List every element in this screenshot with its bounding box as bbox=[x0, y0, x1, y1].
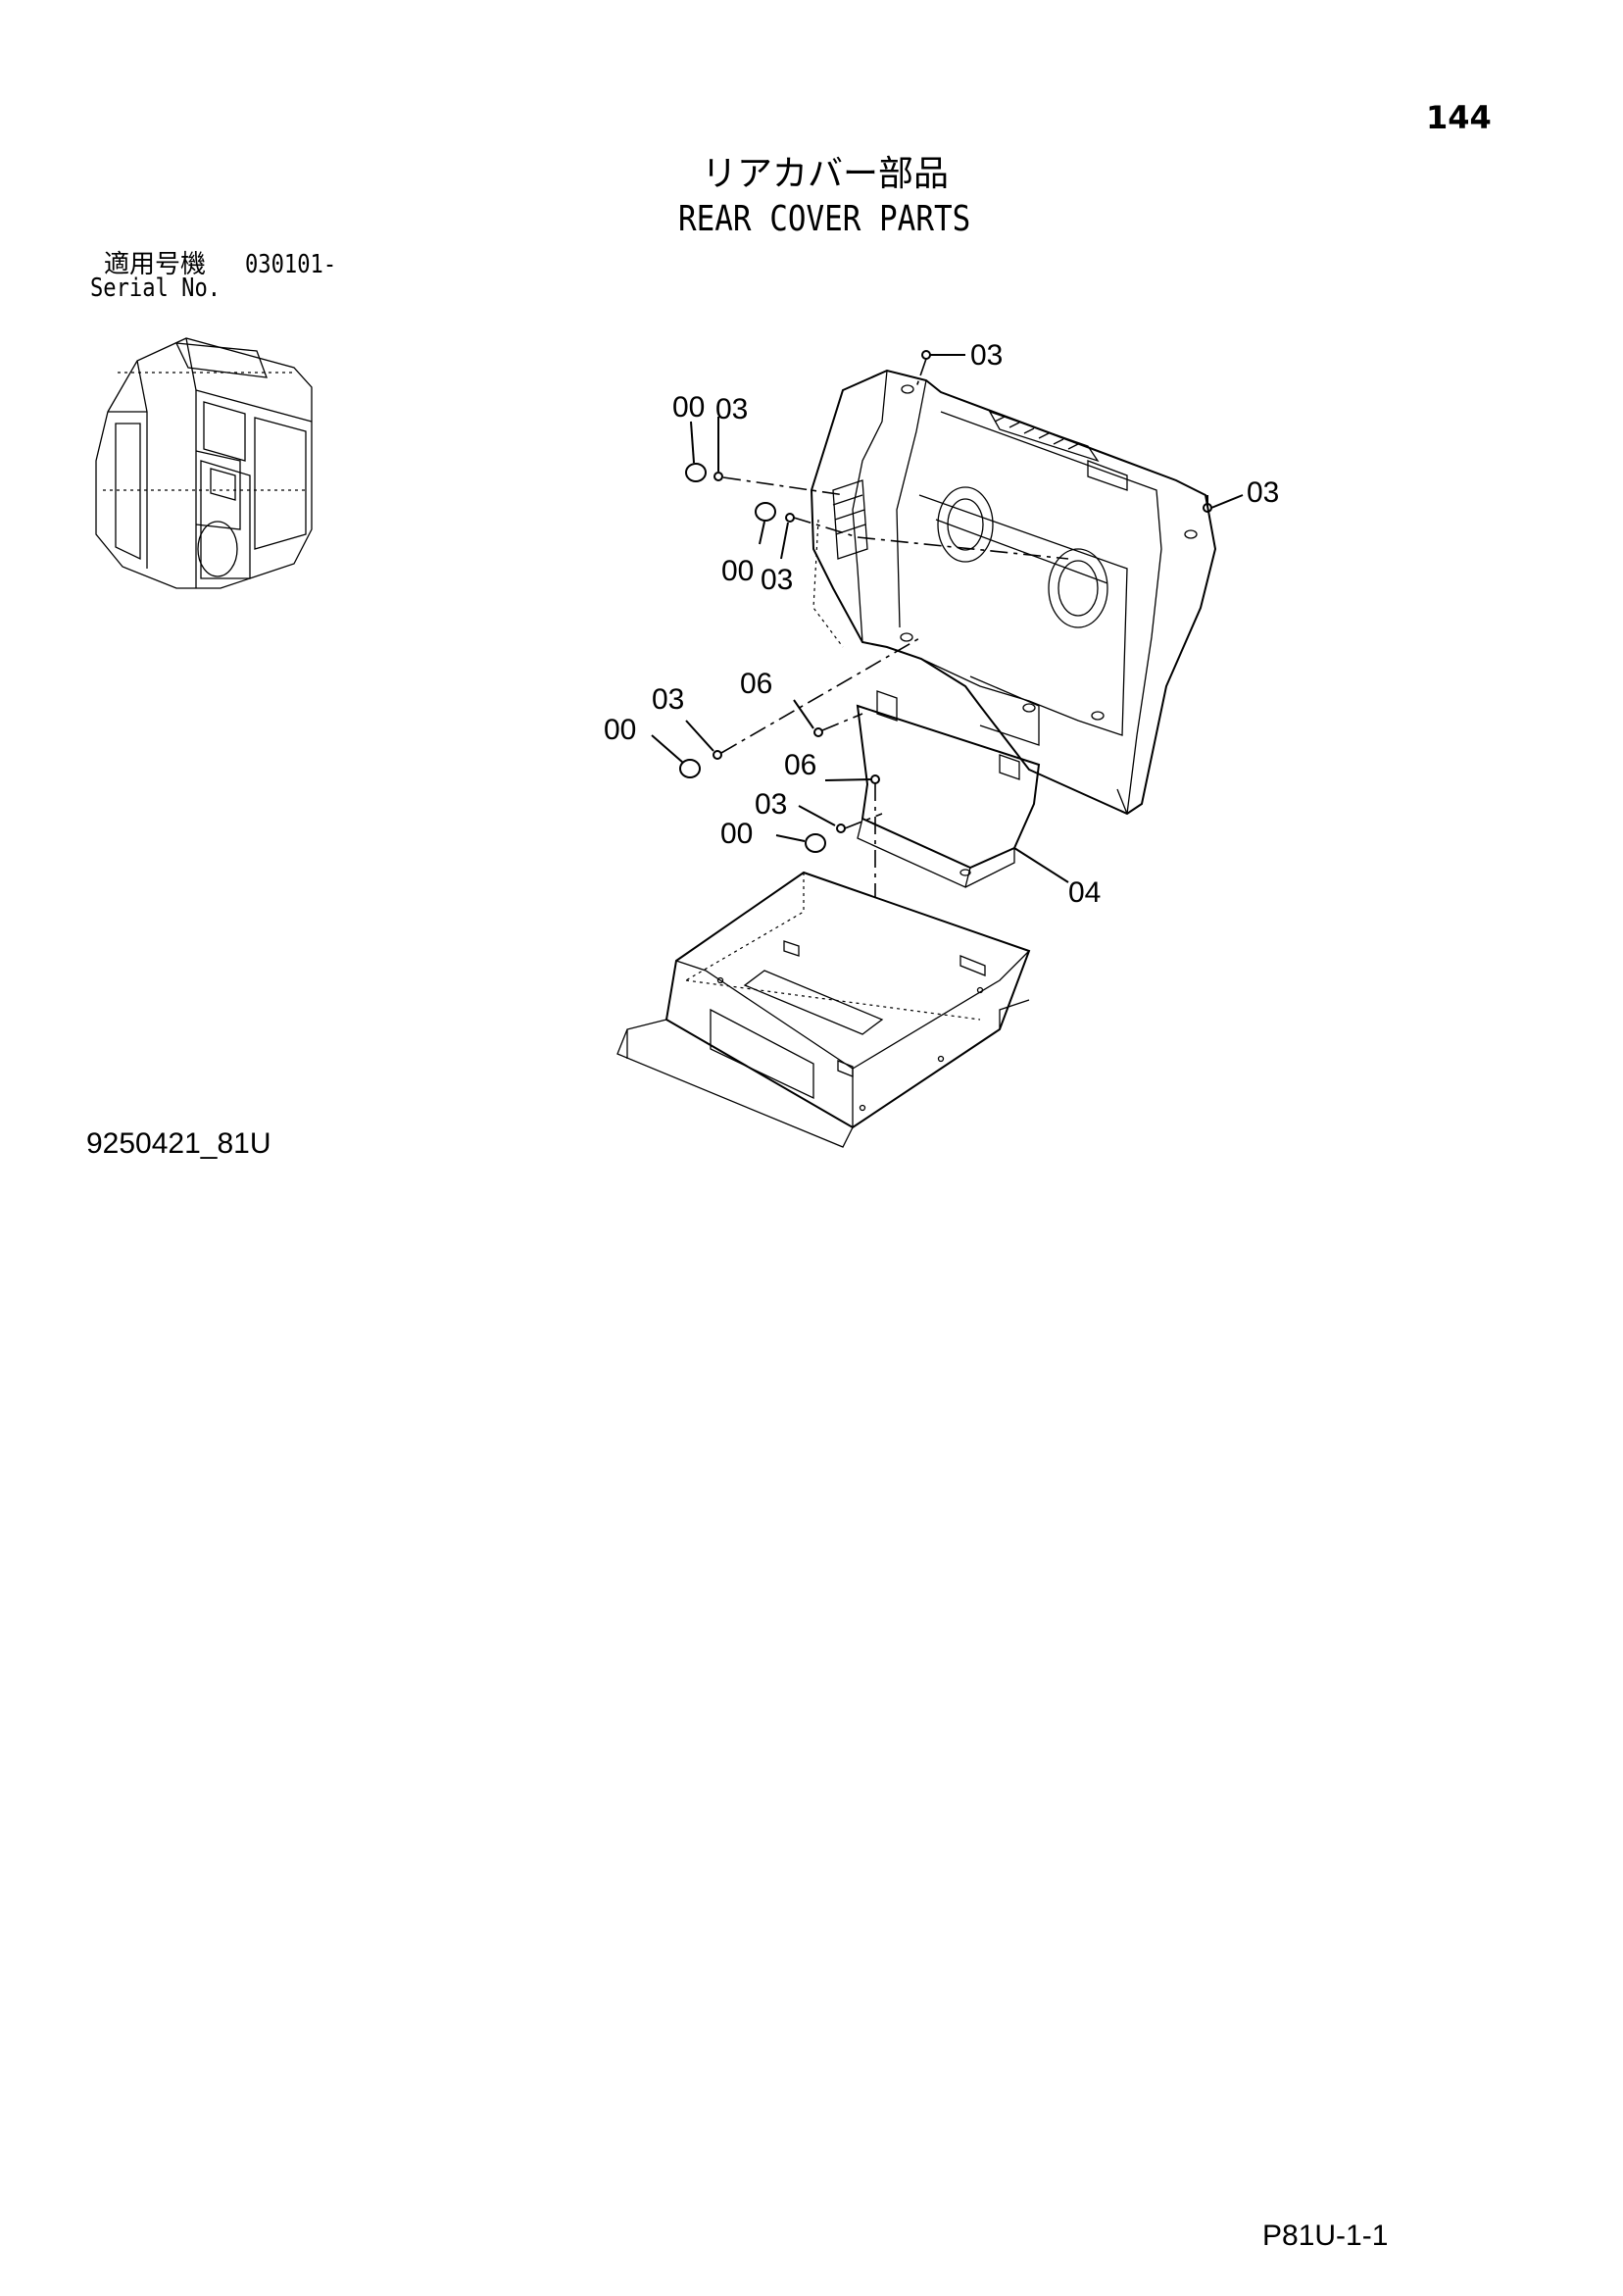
bolt-06-a bbox=[813, 727, 823, 737]
callout-label: 04 bbox=[1068, 876, 1101, 909]
callout-label: 00 bbox=[721, 555, 754, 587]
bolt-03-c bbox=[713, 750, 722, 760]
cap-00-a bbox=[685, 463, 707, 482]
bolt-03-a bbox=[713, 472, 723, 481]
bolt-03-d bbox=[836, 824, 846, 833]
page-title-japanese: リアカバー部品 bbox=[702, 154, 950, 194]
page-code: P81U-1-1 bbox=[1262, 2220, 1389, 2252]
cap-00-c bbox=[679, 759, 701, 778]
callout-label: 06 bbox=[740, 668, 772, 700]
bolt-03-b bbox=[785, 513, 795, 523]
callout-label: 03 bbox=[761, 564, 793, 596]
callout-label: 03 bbox=[715, 393, 748, 425]
callout-label: 00 bbox=[720, 818, 753, 850]
callout-label: 03 bbox=[970, 339, 1003, 372]
callout-label: 00 bbox=[672, 391, 705, 424]
page-title-english: REAR COVER PARTS bbox=[678, 199, 971, 239]
rear-cover-panel bbox=[810, 369, 1217, 816]
serial-label-japanese: 適用号機 bbox=[104, 250, 207, 279]
bolt-03-top bbox=[921, 350, 931, 360]
serial-label-english: Serial No. bbox=[90, 274, 221, 303]
bracket-part-04 bbox=[856, 690, 1041, 888]
cap-00-d bbox=[805, 833, 826, 853]
page-number: 144 bbox=[1426, 99, 1492, 136]
cap-00-b bbox=[755, 502, 776, 522]
drawing-number: 9250421_81U bbox=[86, 1127, 271, 1160]
callout-label: 06 bbox=[784, 749, 816, 781]
cab-thumbnail bbox=[95, 337, 313, 589]
leader-lines bbox=[651, 354, 1244, 897]
callout-label: 00 bbox=[604, 714, 636, 746]
callout-label: 03 bbox=[755, 788, 787, 821]
callout-label: 03 bbox=[652, 683, 684, 716]
callout-labels: 03 00 03 03 00 03 03 06 00 06 03 00 04 bbox=[604, 339, 1279, 909]
bolt-06-b bbox=[870, 774, 880, 784]
floor-frame bbox=[616, 871, 1031, 1148]
callout-label: 03 bbox=[1247, 476, 1279, 509]
serial-range: 030101- bbox=[245, 250, 337, 279]
